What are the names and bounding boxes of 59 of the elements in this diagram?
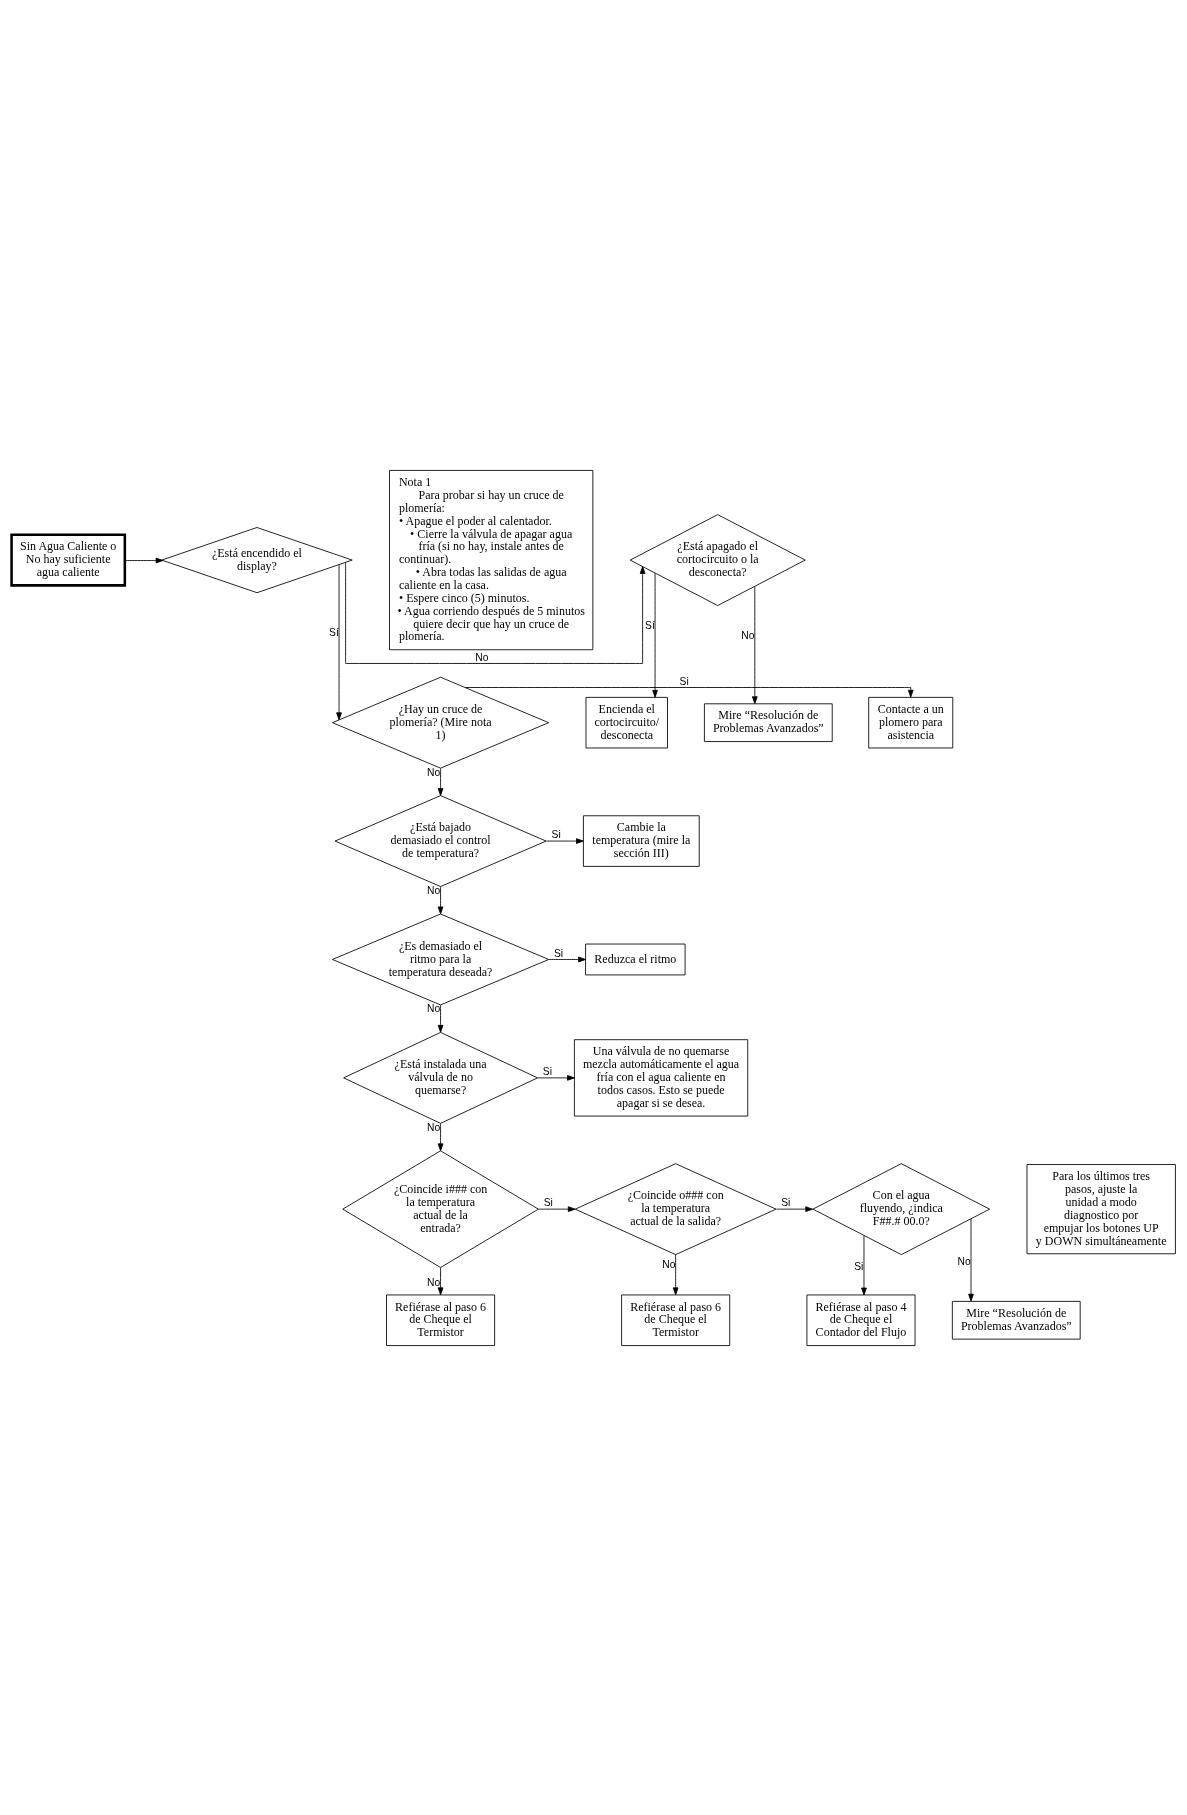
edge-label: No	[427, 1002, 441, 1014]
edge-label: Si	[854, 1260, 864, 1272]
edge-label: Si	[543, 1196, 553, 1208]
arrow	[751, 585, 758, 704]
edge-label: Si	[551, 828, 561, 840]
edge-label: No	[741, 629, 755, 641]
node-diamond: ¿Coincide o### con la temperatura actual de la salida?	[574, 1162, 777, 1255]
arrow	[437, 885, 444, 914]
arrow	[672, 1253, 679, 1295]
edge-label: Sí	[329, 626, 339, 638]
node-box: Una válvula de no quemarse mezcla automáticamente el agua fría con el agua caliente en todos casos. Esto se puede apagar si se desea.	[574, 1038, 749, 1116]
node-box: Refiérase al paso 4 de Cheque el Contador del Flujo	[806, 1294, 916, 1346]
arrow	[437, 767, 444, 796]
arrow	[437, 1266, 444, 1295]
edge-label: No	[427, 1121, 441, 1133]
edge-label: No	[427, 884, 441, 896]
arrow	[775, 1205, 813, 1212]
node-diamond: Con el agua fluyendo, ¿indica F##.# 00.0?	[812, 1162, 991, 1255]
edge-label: Si	[553, 947, 564, 959]
arrow	[968, 1218, 974, 1301]
edge-label: No	[427, 1276, 441, 1288]
arrow	[336, 563, 342, 720]
node-box: Reduzca el ritmo	[585, 943, 686, 975]
node-diamond: ¿Está instalada una válvula de no quemarse?	[343, 1031, 538, 1124]
node-diamond: ¿Hay un cruce de plomería? (Mire nota 1)	[332, 676, 550, 769]
node-diamond: ¿Está bajado demasiado el control de temperatura?	[334, 794, 547, 887]
edge-label: No	[475, 651, 489, 663]
arrow	[538, 1205, 576, 1212]
arrow	[537, 1074, 575, 1081]
node-box: Cambie la temperatura (mire la sección III)	[583, 814, 700, 867]
node-box: Mire “Resolución de Problemas Avanzados”	[951, 1300, 1081, 1340]
arrow	[861, 1234, 867, 1295]
edge-label: Sí	[645, 619, 655, 631]
node-box: Nota 1 Para probar si hay un cruce de plomería: • Apague el poder al calentador. • Cierre la válvula de apagar agua fría (si no hay, instale antes de continuar). • Abra todas las salidas de agua caliente en la casa. • Espere cinco (5) minutos. • Agua corriendo después de 5 minutos quiere decir que hay un cruce de plomería.	[389, 469, 594, 650]
edge-label: No	[957, 1255, 971, 1267]
arrow	[437, 1004, 444, 1033]
node-diamond: ¿Es demasiado el ritmo para la temperatura deseada?	[332, 913, 550, 1005]
arrow	[464, 686, 914, 698]
edge-label: No	[427, 766, 441, 778]
node-diamond: ¿Está encendido el display?	[161, 526, 353, 593]
edge-label: Si	[781, 1196, 791, 1208]
node-box: Refiérase al paso 6 de Cheque el Termistor	[621, 1294, 731, 1346]
node-box: Refiérase al paso 6 de Cheque el Termistor	[386, 1294, 496, 1346]
arrow	[124, 557, 164, 563]
arrow	[548, 956, 586, 962]
edge-label: Si	[542, 1065, 552, 1077]
node-diamond: ¿Está apagado el cortocircuito o la desconecta?	[629, 513, 806, 606]
node-box: Contacte a un plomero para asistencia	[868, 696, 954, 748]
node-box: Encienda el cortocircuito/ desconecta	[585, 696, 668, 748]
arrow	[652, 572, 658, 698]
edge-label: Si	[679, 675, 689, 687]
node-box: Sin Agua Caliente o No hay suficiente agua caliente	[10, 533, 127, 587]
arrow	[345, 561, 646, 664]
edge-label: No	[662, 1258, 676, 1270]
node-box: Para los últimos tres pasos, ajuste la unidad a modo diagnostico por empujar los botones UP y DOWN simultáneamente	[1026, 1163, 1176, 1254]
arrow	[437, 1122, 444, 1151]
node-box: Mire “Resolución de Problemas Avanzados”	[703, 702, 833, 742]
arrow	[545, 837, 584, 844]
node-diamond: ¿Coincide i### con la temperatura actual de la entrada?	[342, 1149, 539, 1268]
